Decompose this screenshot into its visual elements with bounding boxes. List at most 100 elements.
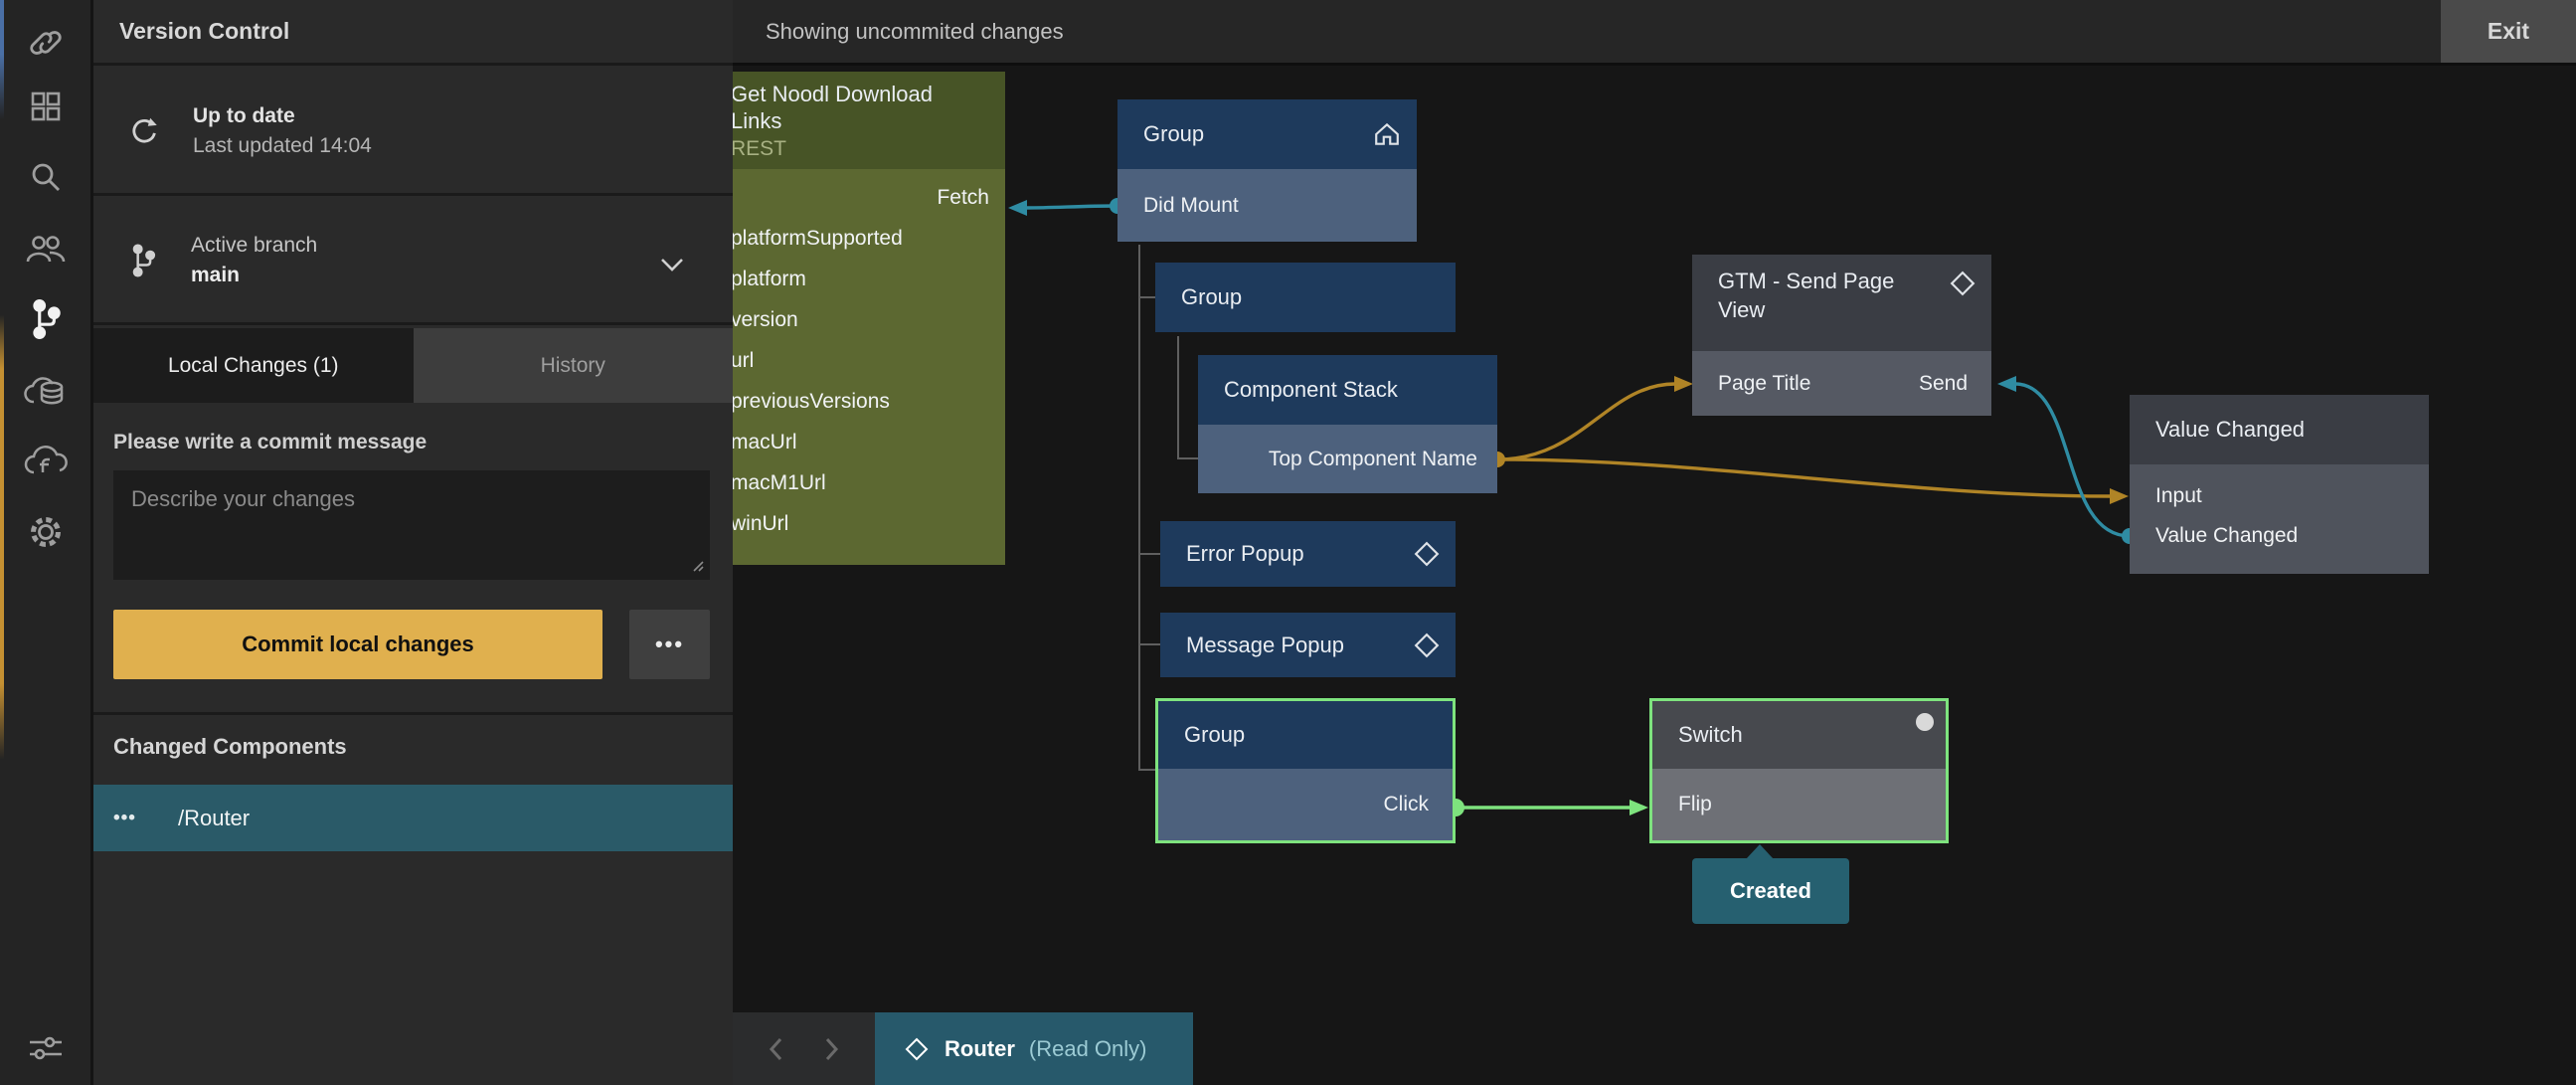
home-icon [1373,121,1401,147]
port-version[interactable]: version [733,307,798,331]
hierarchy-guide-tick [1138,553,1160,555]
sync-last-updated: Last updated 14:04 [193,133,372,157]
read-only-badge: (Read Only) [1028,1035,1147,1061]
branch-icon [127,241,159,280]
component-diamond-icon [1414,541,1440,567]
status-dot [1916,713,1934,731]
node-gtm-send-page-view[interactable]: GTM - Send Page View Page Title Send [1692,255,1991,416]
node-group-2[interactable]: Group [1155,263,1456,332]
component-diamond-icon [905,1037,929,1061]
port-click[interactable]: Click [1158,769,1453,840]
editor-preferences-icon[interactable] [26,1033,66,1063]
commit-message-input[interactable] [113,470,710,580]
port-top-component-name[interactable]: Top Component Name [1198,425,1497,493]
node-rest-get-noodl-download-links[interactable]: Get Noodl Download Links REST Fetch plat… [733,72,1005,565]
active-branch-selector[interactable]: Active branch main [93,199,733,325]
tab-local-changes[interactable]: Local Changes (1) [93,328,414,403]
commit-button[interactable]: Commit local changes [113,610,602,679]
commit-more-button[interactable]: ••• [629,610,710,679]
node-message-popup[interactable]: Message Popup [1160,613,1456,677]
port-url[interactable]: url [733,348,755,372]
node-title: Group [1181,284,1243,309]
node-title: Message Popup [1186,632,1344,657]
port-macm1url[interactable]: macM1Url [733,470,826,494]
nav-back-icon[interactable] [765,1035,788,1063]
hierarchy-guide-tick [1177,457,1198,459]
noodl-logo-icon[interactable] [26,23,66,63]
version-control-icon[interactable] [27,296,65,342]
node-title: Group [1184,722,1246,747]
connection-topcomponentname-to-input[interactable] [1489,452,2129,504]
nav-forward-icon[interactable] [819,1035,843,1063]
changed-component-name: /Router [177,805,251,830]
hierarchy-guide [1138,245,1140,771]
component-nav-bar [733,1012,875,1085]
node-title: Group [1143,121,1205,146]
node-component-stack[interactable]: Component Stack Top Component Name [1198,355,1497,493]
port-did-mount[interactable]: Did Mount [1117,169,1417,242]
panel-title: Version Control [93,0,733,66]
section-divider [93,712,733,715]
port-previousversions[interactable]: previousVersions [733,389,890,413]
changes-tabs: Local Changes (1) History [93,328,733,403]
component-tab-router[interactable]: Router (Read Only) [875,1012,1193,1085]
created-tooltip: Created [1692,844,1849,924]
port-input[interactable]: Input [2155,484,2202,507]
node-switch[interactable]: Switch Flip [1649,698,1949,843]
component-tab-name: Router [945,1035,1015,1061]
port-flip[interactable]: Flip [1652,769,1946,840]
node-title: Get Noodl Download Links [733,81,934,134]
connection-topcomponentname-to-pagetitle[interactable] [1496,376,1693,461]
connection-valuechanged-to-send[interactable] [1997,376,2138,544]
node-group-selected[interactable]: Group Click [1155,698,1456,843]
row-menu-icon[interactable]: ••• [113,807,136,828]
sync-status-section[interactable]: Up to date Last updated 14:04 [93,69,733,196]
port-send[interactable]: Send [1918,371,1968,395]
canvas-topbar: Showing uncommited changes Exit [733,0,2576,66]
node-title: Error Popup [1186,541,1304,566]
node-graph-canvas[interactable]: Get Noodl Download Links REST Fetch plat… [733,66,2576,1085]
node-title: Value Changed [2155,417,2306,442]
refresh-icon[interactable] [127,114,161,148]
node-value-changed[interactable]: Value Changed Input Value Changed [2130,395,2429,574]
port-value-changed[interactable]: Value Changed [2155,524,2299,547]
uncommitted-changes-status: Showing uncommited changes [766,18,1064,44]
hierarchy-guide [1177,336,1179,459]
connection-click-to-flip[interactable] [1447,799,1648,816]
hierarchy-guide-tick [1138,296,1155,298]
brand-gradient-strip [0,0,4,1085]
connection-didmount-to-fetch[interactable] [1008,198,1125,216]
dashboard-icon[interactable] [28,89,64,124]
branch-name: main [191,264,241,286]
component-diamond-icon [1414,633,1440,658]
hierarchy-guide-tick [1138,769,1155,771]
cloud-data-icon[interactable] [23,372,69,410]
node-title: Component Stack [1224,377,1398,402]
changed-component-row-router[interactable]: ••• /Router [93,785,733,851]
cloud-functions-icon[interactable] [23,443,69,480]
node-title: GTM - Send Page View [1718,269,1895,322]
commit-message-prompt: Please write a commit message [113,431,428,453]
collaboration-icon[interactable] [25,234,67,266]
settings-gear-icon[interactable] [26,512,66,552]
node-title: Switch [1678,722,1743,747]
changed-components-heading: Changed Components [113,734,347,759]
hierarchy-guide-tick [1138,643,1160,645]
node-error-popup[interactable]: Error Popup [1160,521,1456,587]
port-platform[interactable]: platform [733,267,806,290]
chevron-down-icon[interactable] [659,257,685,272]
tab-history[interactable]: History [413,328,733,403]
node-group-home[interactable]: Group Did Mount [1117,99,1417,242]
branch-label: Active branch [191,234,318,257]
port-fetch[interactable]: Fetch [937,185,989,209]
port-page-title[interactable]: Page Title [1718,371,1811,395]
sync-status-text: Up to date [193,103,295,127]
port-macurl[interactable]: macUrl [733,430,797,453]
port-winurl[interactable]: winUrl [733,511,789,535]
port-platformsupported[interactable]: platformSupported [733,226,903,250]
exit-button[interactable]: Exit [2441,0,2576,63]
editor-area: Showing uncommited changes Exit [733,0,2576,1085]
icon-sidebar [0,0,93,1085]
search-icon[interactable] [28,159,64,195]
version-control-panel: Version Control Up to date Last updated … [93,0,733,1085]
